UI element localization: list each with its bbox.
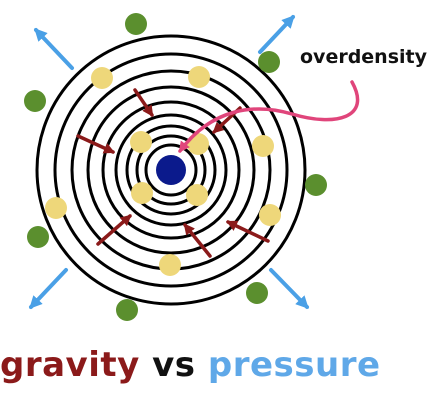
- inward-arrow-icon: [76, 134, 116, 154]
- pointer-arrow-icon: [178, 80, 360, 153]
- ring: [86, 85, 256, 255]
- outer-particles: [24, 13, 327, 321]
- ring: [114, 113, 228, 227]
- caption-vs: vs: [152, 345, 196, 385]
- inward-arrow-icon: [183, 223, 212, 258]
- particle: [131, 182, 153, 204]
- caption-gravity: gravity: [0, 345, 140, 385]
- overdensity-label: overdensity: [300, 46, 427, 68]
- ring: [53, 52, 289, 288]
- outward-arrow-icon: [34, 28, 74, 70]
- particle: [246, 282, 268, 304]
- ring: [35, 34, 307, 306]
- particle: [159, 254, 181, 276]
- inward-arrow-icon: [133, 88, 154, 117]
- inward-arrow-icon: [96, 214, 132, 246]
- ring: [101, 100, 241, 240]
- gravity-arrows: [76, 88, 270, 258]
- particle: [186, 184, 208, 206]
- particle: [125, 13, 147, 35]
- particle: [130, 131, 152, 153]
- particle: [24, 90, 46, 112]
- ring: [135, 134, 207, 206]
- particle: [252, 135, 274, 157]
- ring: [144, 143, 198, 197]
- outward-arrow-icon: [29, 268, 68, 309]
- particle: [188, 66, 210, 88]
- outward-arrow-icon: [269, 268, 309, 309]
- particle: [45, 197, 67, 219]
- particle: [259, 204, 281, 226]
- particle: [27, 226, 49, 248]
- outward-arrow-icon: [258, 15, 295, 54]
- particle: [91, 67, 113, 89]
- caption-pressure: pressure: [207, 345, 381, 385]
- particle: [258, 51, 280, 73]
- density-rings: [35, 34, 307, 306]
- inner-particles: [45, 66, 281, 276]
- particle: [305, 174, 327, 196]
- inward-arrow-icon: [225, 220, 270, 243]
- pressure-arrows: [29, 15, 309, 309]
- caption: gravity vs pressure: [0, 345, 381, 385]
- particle: [116, 299, 138, 321]
- ring: [125, 124, 217, 216]
- overdensity-core: [156, 155, 186, 185]
